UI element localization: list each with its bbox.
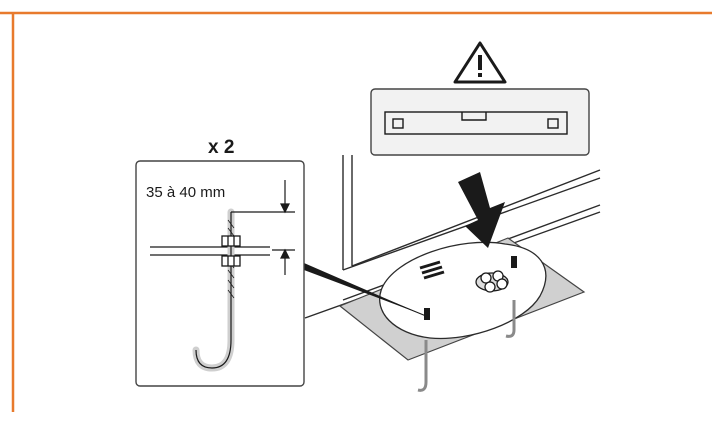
floor-plate xyxy=(338,237,586,392)
level-panel xyxy=(370,88,590,156)
hook-bolts-under-plate xyxy=(417,300,516,392)
hook-bolt-icon xyxy=(192,208,235,372)
mounting-feet xyxy=(475,270,509,293)
nut-icons xyxy=(221,235,241,267)
insertion-arrow xyxy=(458,172,505,248)
dimension-markers xyxy=(231,180,295,275)
warning-triangle-icon xyxy=(453,41,507,84)
spirit-level-icon xyxy=(384,111,568,135)
quantity-label: x 2 xyxy=(208,137,234,158)
callout-pointer xyxy=(303,263,427,317)
frame-accent xyxy=(0,11,712,412)
vent-slots xyxy=(419,260,445,280)
detail-panel: 35 à 40 mm xyxy=(135,160,305,387)
dimension-label: 35 à 40 mm xyxy=(146,184,225,201)
plate-screws xyxy=(424,256,517,320)
